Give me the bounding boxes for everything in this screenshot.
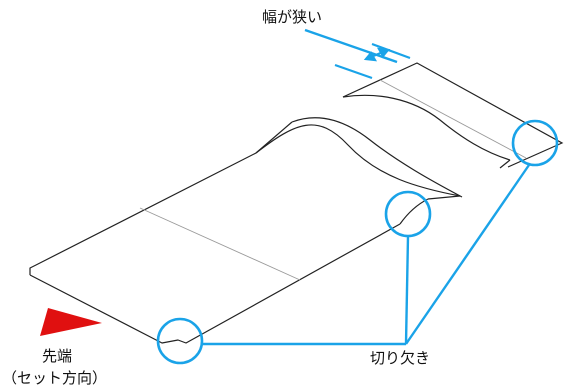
notch-leader-lines xyxy=(202,164,530,346)
set-direction-label: （セット方向） xyxy=(2,369,108,387)
width-extension-top xyxy=(371,42,411,60)
leading-edge-label: 先端 xyxy=(42,347,73,365)
width-arrowhead-top xyxy=(376,47,391,58)
width-arrowhead-bottom xyxy=(363,51,378,62)
notch-label: 切り欠き xyxy=(370,349,431,367)
leader-line-middle xyxy=(404,235,410,345)
notch-highlight-circle-front xyxy=(156,317,204,365)
narrow-width-label: 幅が狭い xyxy=(262,8,323,26)
width-leader-line xyxy=(304,28,398,64)
leader-line-rear xyxy=(405,164,530,345)
width-extension-bottom xyxy=(334,63,373,80)
paper-strip-narrow-section xyxy=(342,62,564,168)
notch-highlight-circle-rear xyxy=(511,119,559,167)
paper-strip-rear-section xyxy=(255,94,511,200)
direction-arrow-icon xyxy=(40,308,102,336)
paper-strip-front-section xyxy=(29,124,461,344)
width-dimension-indicator xyxy=(304,28,411,80)
notch-highlights xyxy=(156,119,559,365)
